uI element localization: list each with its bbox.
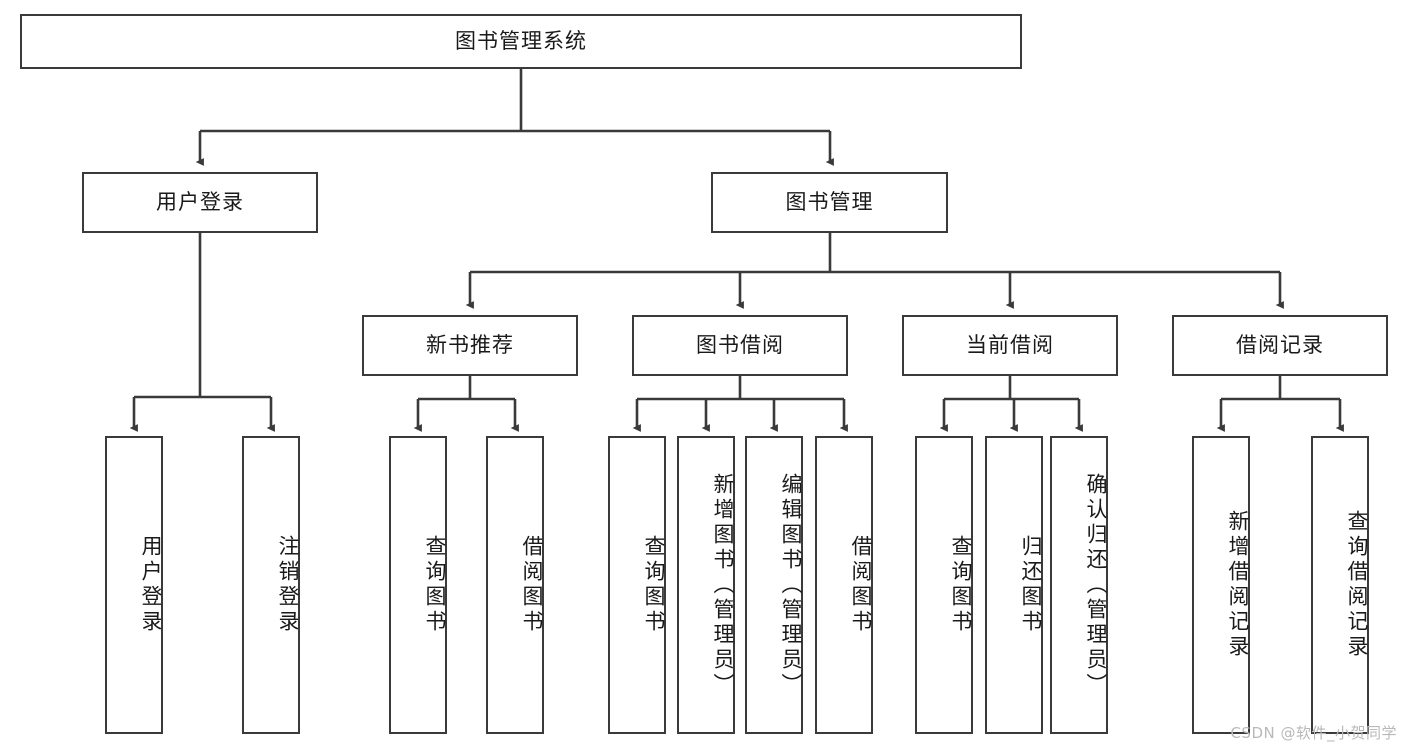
node-label: 图书管理: [785, 189, 874, 214]
node-label: 新增图书（管理员）: [711, 472, 735, 698]
node-label: 借阅记录: [1236, 332, 1324, 357]
leaf-borrow-book[interactable]: 借阅图书: [815, 436, 873, 734]
node-label: 查询图书: [642, 535, 666, 635]
leaf-query-borrow-record[interactable]: 查询借阅记录: [1311, 436, 1369, 734]
node-label: 借阅图书: [849, 535, 873, 635]
leaf-user-login[interactable]: 用户登录: [105, 436, 163, 734]
node-label: 查询图书: [423, 535, 447, 635]
leaf-add-borrow-record[interactable]: 新增借阅记录: [1192, 436, 1250, 734]
leaf-borrow-book-new[interactable]: 借阅图书: [486, 436, 544, 734]
node-label: 编辑图书（管理员）: [779, 472, 803, 698]
node-new-book-recommendation[interactable]: 新书推荐: [362, 315, 578, 376]
leaf-confirm-return-admin[interactable]: 确认归还（管理员）: [1050, 436, 1108, 734]
node-label: 查询图书: [949, 535, 973, 635]
node-borrow-records[interactable]: 借阅记录: [1172, 315, 1388, 376]
node-label: 注销登录: [276, 535, 300, 635]
leaf-query-book-current[interactable]: 查询图书: [915, 436, 973, 734]
node-book-management[interactable]: 图书管理: [711, 172, 948, 233]
node-label: 用户登录: [156, 189, 244, 214]
leaf-edit-book-admin[interactable]: 编辑图书（管理员）: [745, 436, 803, 734]
node-user-login[interactable]: 用户登录: [82, 172, 318, 233]
node-root-book-management-system[interactable]: 图书管理系统: [20, 14, 1022, 69]
node-label: 图书管理系统: [455, 28, 587, 53]
leaf-logout[interactable]: 注销登录: [242, 436, 300, 734]
node-label: 图书借阅: [696, 332, 784, 357]
node-book-borrowing[interactable]: 图书借阅: [632, 315, 848, 376]
node-label: 当前借阅: [966, 332, 1054, 357]
node-label: 查询借阅记录: [1345, 510, 1369, 660]
leaf-query-book-new[interactable]: 查询图书: [389, 436, 447, 734]
node-label: 确认归还（管理员）: [1084, 472, 1108, 698]
node-current-borrowing[interactable]: 当前借阅: [902, 315, 1118, 376]
node-label: 用户登录: [139, 535, 163, 635]
leaf-query-book-borrow[interactable]: 查询图书: [608, 436, 666, 734]
node-label: 新书推荐: [426, 332, 514, 357]
leaf-return-book[interactable]: 归还图书: [985, 436, 1043, 734]
node-label: 新增借阅记录: [1226, 510, 1250, 660]
node-label: 借阅图书: [520, 535, 544, 635]
node-label: 归还图书: [1019, 535, 1043, 635]
leaf-add-book-admin[interactable]: 新增图书（管理员）: [677, 436, 735, 734]
csdn-watermark: CSDN @软件_小贺同学: [1230, 724, 1397, 742]
